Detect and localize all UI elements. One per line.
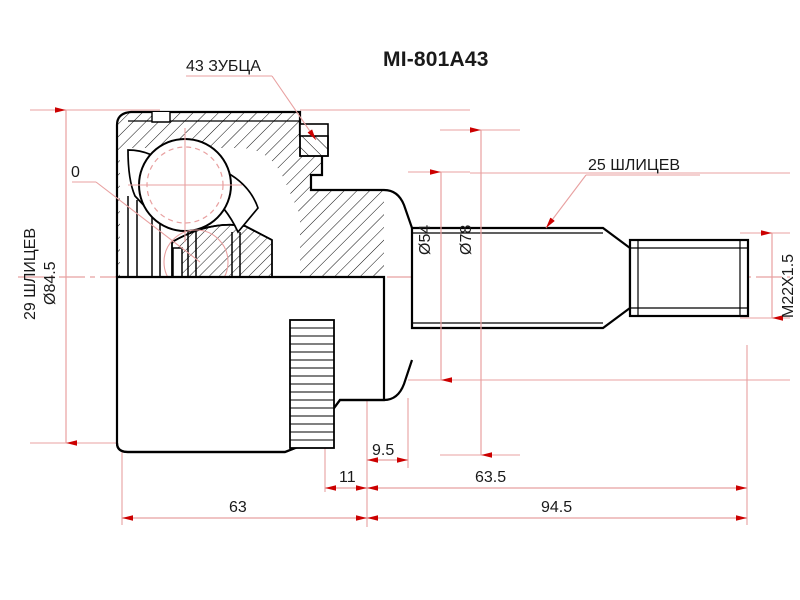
housing-skirt [115, 275, 386, 454]
leader-lines [72, 75, 700, 263]
leader-teeth [271, 75, 317, 141]
leader-splines-right [545, 174, 587, 229]
dimension-value-9-5: 9.5 [372, 442, 395, 459]
abs-tone-ring [289, 319, 335, 449]
outer-diameter-label: Ø78 [458, 224, 475, 255]
dimension-value-11: 11 [339, 469, 356, 486]
leader-zero [95, 181, 201, 263]
teeth-count-label: 43 ЗУБЦА [186, 58, 261, 75]
dimension-value-94-5: 94.5 [541, 499, 573, 516]
thread-spec-label: M22X1.5 [780, 253, 797, 318]
shaft-main [410, 226, 632, 330]
ball-crosshair [128, 128, 242, 242]
dimension-lines [55, 107, 783, 521]
right-splines-label: 25 ШЛИЦЕВ [588, 157, 681, 174]
threaded-end [628, 238, 750, 318]
housing-outline [115, 110, 384, 192]
boot-groove-top [151, 112, 171, 123]
left-diameter-label: Ø84.5 [42, 261, 59, 305]
dimension-value-63: 63 [229, 499, 247, 516]
dimension-value-63-5: 63.5 [475, 469, 507, 486]
inner-diameter-label: Ø54 [417, 224, 434, 255]
zero-mark-label: 0 [71, 164, 80, 181]
stem-fillet-bottom [383, 359, 414, 402]
stem-fillet-top [383, 188, 414, 229]
cv-joint-body [115, 110, 750, 454]
left-splines-label: 29 ШЛИЦЕВ [22, 227, 39, 320]
part-number-title: MI-801A43 [383, 48, 489, 71]
